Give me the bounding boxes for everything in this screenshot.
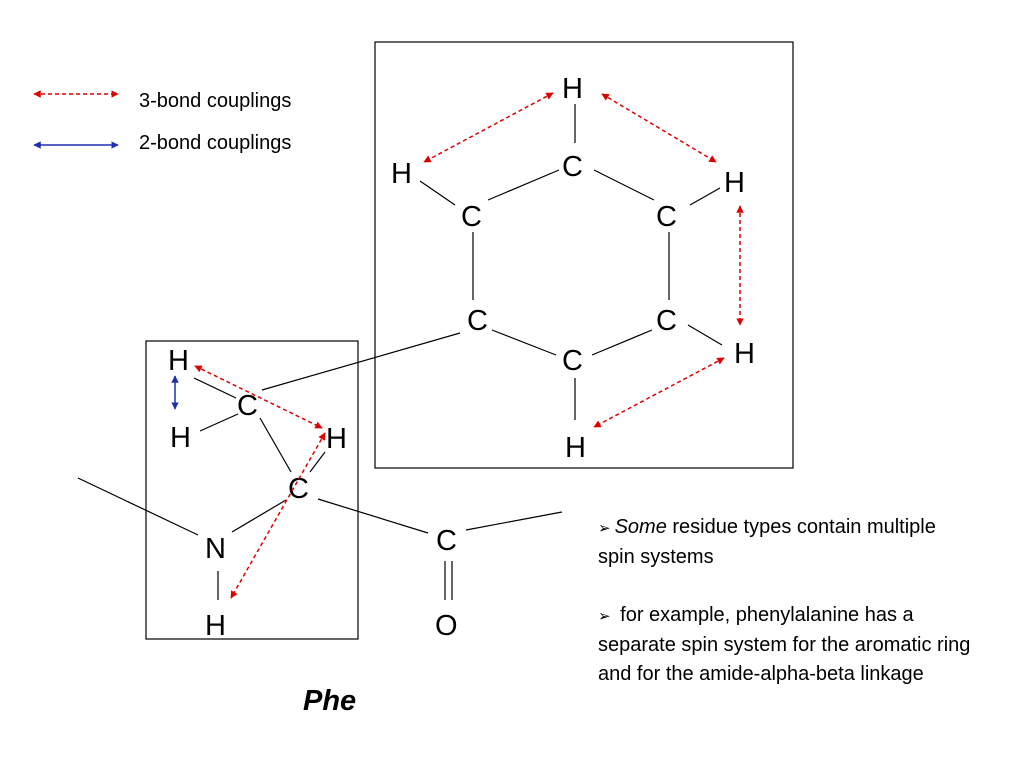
bond-c5-c4 — [591, 329, 653, 356]
atom-c-ring-6: C — [656, 201, 677, 233]
bond-h6-c6 — [689, 187, 721, 206]
bond-c1-c2 — [487, 169, 560, 201]
atom-h-ring-2: H — [391, 158, 412, 190]
legend: 3-bond couplings 2-bond couplings — [33, 90, 291, 154]
atom-h-amide: H — [205, 610, 226, 642]
atom-o-carbonyl: O — [435, 610, 458, 642]
legend-two-bond-label: 2-bond couplings — [139, 132, 291, 154]
atom-h-ring-6: H — [724, 167, 745, 199]
three-bond-coupling-halpha-hn — [230, 432, 326, 599]
atom-c-ring-3: C — [467, 305, 488, 337]
bond-h2-c2 — [419, 180, 456, 206]
three-bond-coupling-h1-h6 — [601, 93, 717, 163]
atom-c-ring-1: C — [562, 151, 583, 183]
atom-h-ring-top: H — [562, 73, 583, 105]
note-emphasis: Some — [614, 516, 667, 538]
bond-cbeta-calpha — [259, 417, 292, 473]
bond-calpha-carbonyl — [317, 498, 429, 534]
bond-carbonyl-next — [465, 511, 563, 531]
bond-hb2-cbeta — [199, 413, 239, 432]
three-bond-coupling-h5-h4 — [593, 357, 725, 428]
atom-h-beta-1: H — [168, 345, 189, 377]
notes: ➢Some residue types contain multiple spi… — [598, 513, 978, 718]
atom-h-ring-5: H — [734, 338, 755, 370]
note-text: for example, phenylalanine has a separat… — [598, 604, 971, 685]
three-bond-coupling-h1-h2 — [423, 92, 554, 163]
atom-c-ring-2: C — [461, 201, 482, 233]
bond-c5-h5 — [687, 324, 723, 346]
aromatic-spin-system-box — [374, 41, 794, 469]
atom-c-carbonyl: C — [436, 525, 457, 557]
atom-c-ring-4: C — [562, 345, 583, 377]
bond-c1-c6 — [593, 169, 655, 201]
bond-calpha-halpha — [309, 451, 326, 473]
atom-c-alpha: C — [288, 473, 309, 505]
atom-h-beta-2: H — [170, 422, 191, 454]
atom-h-ring-4: H — [565, 432, 586, 464]
bullet-arrow-icon: ➢ — [598, 608, 611, 625]
residue-caption: Phe — [303, 685, 356, 717]
note-item: ➢Some residue types contain multiple spi… — [598, 513, 978, 572]
atom-n: N — [205, 533, 226, 565]
bond-prev-n — [77, 477, 199, 536]
atom-c-ring-5: C — [656, 305, 677, 337]
bullet-arrow-icon: ➢ — [598, 520, 611, 537]
legend-three-bond-label: 3-bond couplings — [139, 90, 291, 112]
amide-alpha-beta-spin-system-box — [145, 340, 359, 640]
couplings — [171, 92, 744, 599]
bond-c3-c4 — [491, 329, 557, 356]
note-text: residue types contain multiple spin syst… — [598, 516, 936, 568]
bond-hb1-cbeta — [193, 377, 237, 399]
note-item: ➢ for example, phenylalanine has a separ… — [598, 601, 978, 689]
atom-h-alpha: H — [326, 423, 347, 455]
bond-n-calpha — [231, 499, 287, 533]
three-bond-coupling-hbeta-halpha — [194, 365, 323, 429]
